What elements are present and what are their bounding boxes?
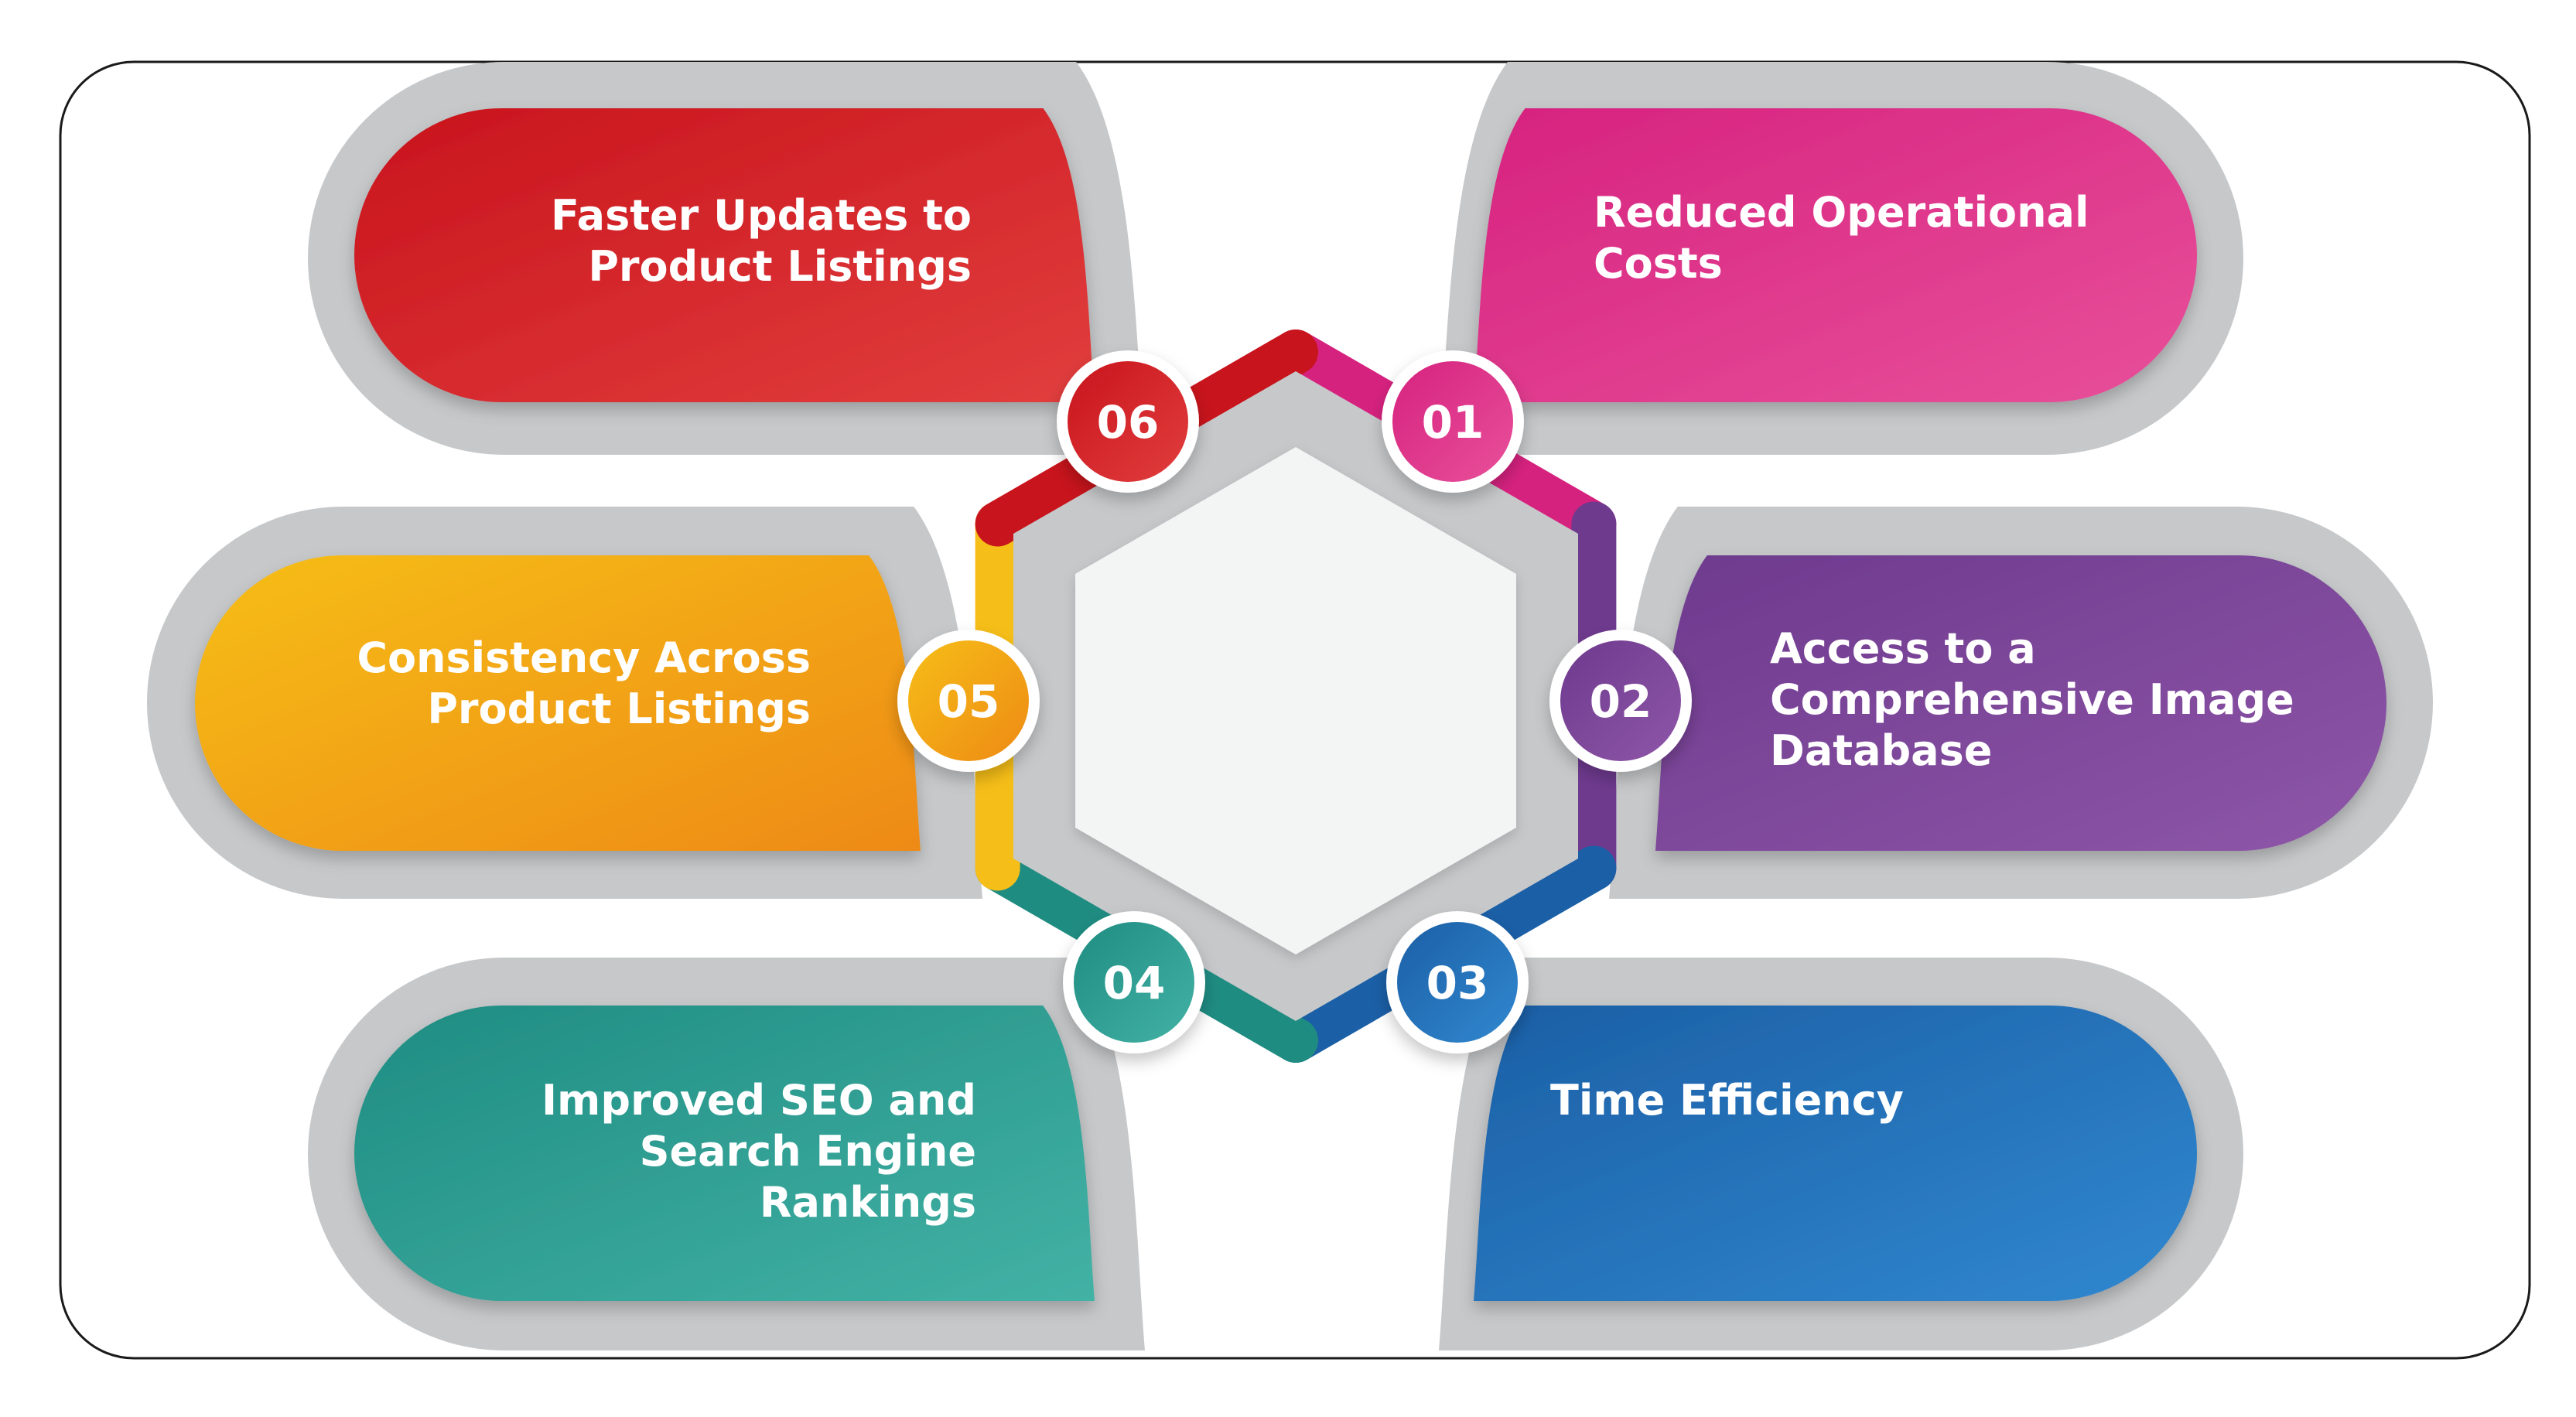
- pill-06: [354, 108, 1095, 402]
- item-label-05: Consistency Across Product Listings: [357, 633, 811, 733]
- badge-fill: [908, 640, 1029, 761]
- item-label-04: Improved SEO and Search Engine Rankings: [541, 1076, 976, 1227]
- badge-02: 02: [1549, 630, 1692, 772]
- badge-number: 04: [1103, 957, 1166, 1009]
- badge-number: 02: [1590, 675, 1652, 728]
- badge-06: 06: [1057, 350, 1199, 493]
- item-label-01: Reduced Operational Costs: [1594, 188, 2089, 288]
- pill-03: [1474, 1006, 2197, 1301]
- pill-02: [1655, 555, 2386, 851]
- badge-fill: [1397, 922, 1518, 1043]
- number-badges: 01 02 03 04 05 06: [897, 350, 1692, 1053]
- pills: [195, 108, 2386, 1301]
- badge-04: 04: [1063, 911, 1205, 1053]
- badge-fill: [1074, 922, 1194, 1043]
- badge-number: 06: [1097, 396, 1160, 449]
- hexagon-center: [1075, 447, 1516, 954]
- badge-03: 03: [1386, 911, 1529, 1053]
- badge-number: 01: [1422, 396, 1484, 449]
- badge-fill: [1392, 361, 1513, 482]
- pill-05: [195, 555, 921, 851]
- badge-fill: [1068, 361, 1188, 482]
- pill-04: [354, 1006, 1095, 1301]
- pill-01: [1474, 108, 2197, 402]
- badge-fill: [1560, 640, 1681, 761]
- badge-05: 05: [897, 630, 1040, 772]
- item-label-02: Access to a Comprehensive Image Database: [1770, 624, 2294, 775]
- item-label-06: Faster Updates to Product Listings: [550, 191, 972, 291]
- badge-number: 05: [938, 675, 1000, 728]
- badge-01: 01: [1382, 350, 1524, 493]
- item-label-03: Time Efficiency: [1550, 1076, 1904, 1125]
- badge-number: 03: [1426, 957, 1489, 1009]
